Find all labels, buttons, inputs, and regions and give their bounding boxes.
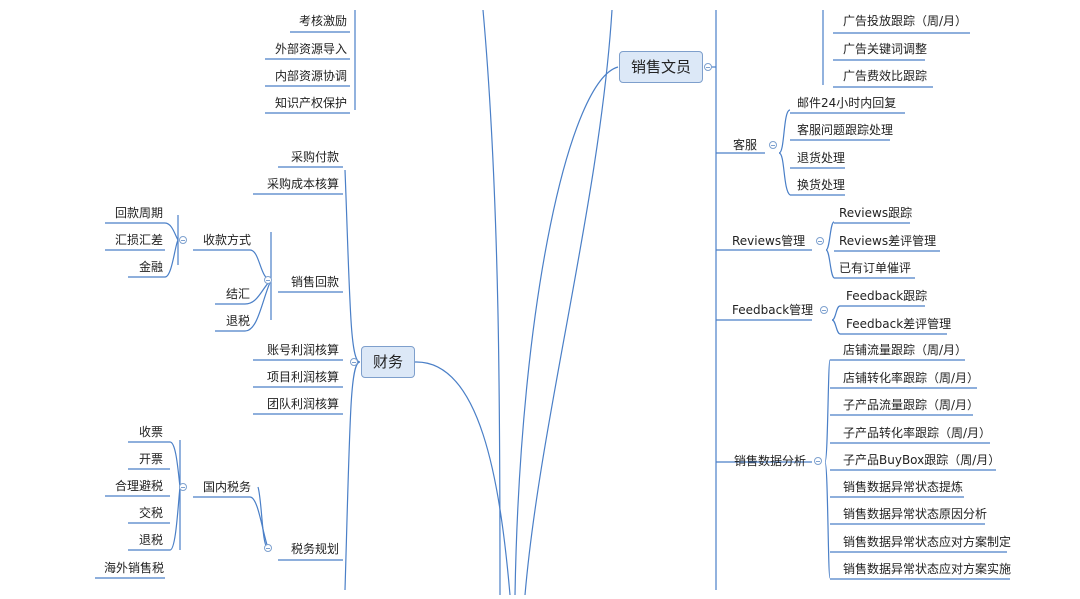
node-review-request[interactable]: 已有订单催评	[839, 261, 912, 275]
node-reviews-mgmt[interactable]: Reviews管理	[732, 234, 806, 248]
node-external-resource[interactable]: 外部资源导入	[274, 42, 347, 56]
node-customer-service[interactable]: 客服	[733, 138, 758, 152]
collapse-toggle-icon[interactable]	[350, 358, 358, 366]
collapse-toggle-icon[interactable]	[264, 276, 272, 284]
node-fx-loss[interactable]: 汇损汇差	[114, 233, 163, 247]
node-anomaly-extract[interactable]: 销售数据异常状态提炼	[843, 480, 964, 494]
collapse-toggle-icon[interactable]	[820, 306, 828, 314]
node-feedback-negative[interactable]: Feedback差评管理	[846, 317, 952, 331]
node-tax-plan[interactable]: 税务规划	[290, 542, 339, 556]
node-ad-keywords[interactable]: 广告关键词调整	[843, 42, 928, 56]
collapse-toggle-icon[interactable]	[179, 483, 187, 491]
collapse-toggle-icon[interactable]	[769, 141, 777, 149]
hub-sales-clerk[interactable]: 销售文员	[619, 51, 703, 83]
node-store-conversion[interactable]: 店铺转化率跟踪（周/月）	[843, 371, 980, 385]
node-ad-tracking[interactable]: 广告投放跟踪（周/月）	[843, 14, 968, 28]
node-finance[interactable]: 金融	[138, 260, 163, 274]
collapse-toggle-icon[interactable]	[704, 63, 712, 71]
node-sub-traffic[interactable]: 子产品流量跟踪（周/月）	[843, 398, 980, 412]
node-exchange-handling[interactable]: 换货处理	[797, 178, 846, 192]
node-settlement[interactable]: 结汇	[225, 287, 250, 301]
collapse-toggle-icon[interactable]	[179, 236, 187, 244]
node-sales-return[interactable]: 销售回款	[290, 275, 339, 289]
node-domestic-refund[interactable]: 退税	[138, 533, 163, 547]
node-ip-protection[interactable]: 知识产权保护	[274, 96, 347, 110]
node-sub-conversion[interactable]: 子产品转化率跟踪（周/月）	[843, 426, 992, 440]
node-sub-buybox[interactable]: 子产品BuyBox跟踪（周/月）	[843, 453, 1001, 467]
node-store-traffic[interactable]: 店铺流量跟踪（周/月）	[843, 343, 968, 357]
collapse-toggle-icon[interactable]	[264, 544, 272, 552]
node-feedback-tracking[interactable]: Feedback跟踪	[846, 289, 928, 303]
hub-finance[interactable]: 财务	[361, 346, 415, 378]
node-tax-avoidance[interactable]: 合理避税	[114, 479, 163, 493]
collapse-toggle-icon[interactable]	[816, 237, 824, 245]
collapse-toggle-icon[interactable]	[814, 457, 822, 465]
node-reviews-tracking[interactable]: Reviews跟踪	[839, 206, 913, 220]
node-return-handling[interactable]: 退货处理	[797, 151, 846, 165]
node-anomaly-execute[interactable]: 销售数据异常状态应对方案实施	[843, 562, 1012, 576]
node-cs-tracking[interactable]: 客服问题跟踪处理	[797, 123, 894, 137]
node-internal-resource[interactable]: 内部资源协调	[274, 69, 347, 83]
node-email-reply[interactable]: 邮件24小时内回复	[797, 96, 897, 110]
node-assessment-incentive[interactable]: 考核激励	[298, 14, 347, 28]
node-tax-refund[interactable]: 退税	[225, 314, 250, 328]
node-ad-roi[interactable]: 广告费效比跟踪	[843, 69, 928, 83]
node-anomaly-cause[interactable]: 销售数据异常状态原因分析	[843, 507, 988, 521]
node-purchase-payment[interactable]: 采购付款	[290, 150, 339, 164]
node-payment-cycle[interactable]: 回款周期	[114, 206, 163, 220]
node-sales-analysis[interactable]: 销售数据分析	[734, 454, 807, 468]
node-anomaly-plan[interactable]: 销售数据异常状态应对方案制定	[843, 535, 1012, 549]
node-domestic-tax[interactable]: 国内税务	[202, 480, 251, 494]
node-issue-invoice[interactable]: 开票	[138, 452, 163, 466]
node-collection-method[interactable]: 收款方式	[202, 233, 251, 247]
node-receive-invoice[interactable]: 收票	[138, 425, 163, 439]
node-overseas-sales-tax[interactable]: 海外销售税	[103, 561, 164, 575]
node-project-profit[interactable]: 项目利润核算	[266, 370, 339, 384]
node-account-profit[interactable]: 账号利润核算	[266, 343, 339, 357]
node-pay-tax[interactable]: 交税	[138, 506, 163, 520]
node-feedback-mgmt[interactable]: Feedback管理	[732, 303, 814, 317]
node-team-profit[interactable]: 团队利润核算	[266, 397, 339, 411]
node-reviews-negative[interactable]: Reviews差评管理	[839, 234, 937, 248]
node-purchase-cost[interactable]: 采购成本核算	[266, 177, 339, 191]
